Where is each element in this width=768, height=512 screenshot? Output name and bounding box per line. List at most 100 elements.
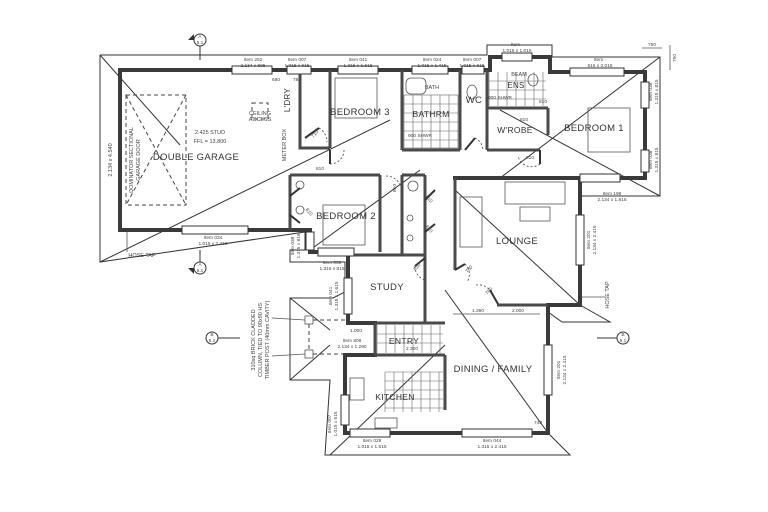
window-labels: Item 252 2.134 x 895 Item 007 1.015 x 61… bbox=[198, 42, 660, 450]
room-garage: DOUBLE GARAGE bbox=[153, 152, 239, 163]
ceiling-access-note: ACCESS bbox=[249, 117, 272, 123]
window-size: 1.315 x 2.415 bbox=[477, 444, 506, 450]
dimension: 1.000 bbox=[350, 328, 362, 334]
section-sheet: 5.1 bbox=[197, 40, 204, 46]
door-size: 760 bbox=[484, 286, 494, 296]
door-size: 610 bbox=[424, 224, 434, 234]
notes: 2.425 STUD FFL = 13.800 CEILING ACCESS M… bbox=[108, 95, 611, 379]
room-kitchen: KITCHEN bbox=[375, 392, 414, 402]
window-item: Item 007 bbox=[327, 414, 333, 433]
window-item: Item 007 bbox=[463, 57, 482, 63]
garage-door-note: GARAGE DOOR bbox=[136, 139, 142, 181]
door-size: 810 bbox=[412, 262, 422, 272]
ceiling-access-note: CEILING bbox=[249, 111, 271, 117]
window-item: Item 038 bbox=[648, 82, 654, 101]
doors bbox=[289, 127, 541, 305]
beam-note: BEAM bbox=[511, 72, 527, 78]
dimension: 743 bbox=[534, 420, 542, 426]
room-bedroom2: BEDROOM 2 bbox=[316, 211, 376, 222]
window-size: 1.015 x 2.415 bbox=[198, 241, 227, 247]
window-item: Item 034 bbox=[204, 235, 223, 241]
room-wc: WC bbox=[466, 95, 482, 106]
dimension: 2.300 bbox=[406, 346, 418, 352]
room-labels: DOUBLE GARAGE L'DRY BEDROOM 3 BATH BATHR… bbox=[153, 72, 624, 402]
door-size: 810 bbox=[520, 117, 528, 123]
column-note: 310sq BRICK CLADDED bbox=[251, 309, 257, 370]
window-size: 1.315 x 815 bbox=[296, 233, 302, 258]
room-bathroom: BATHRM bbox=[412, 109, 449, 119]
window-size: 2.134 x 2.415 bbox=[592, 225, 598, 254]
roof-outline bbox=[99, 44, 661, 456]
window-item: Item - bbox=[511, 42, 524, 48]
dimension: 750 bbox=[648, 42, 656, 48]
garage-opening-dim: 2.134 x 4.540 bbox=[108, 143, 114, 176]
dimension: 750 bbox=[672, 54, 678, 62]
dimension-labels: 750 750 1.390 2.000 743 1.000 2.300 680 … bbox=[272, 42, 678, 426]
window-item: Item 198 bbox=[603, 191, 622, 197]
window-size: 1.015 x 615 bbox=[284, 63, 309, 69]
window-item: Item 029 bbox=[363, 438, 382, 444]
dimension: 1.390 bbox=[472, 308, 484, 314]
window-size: 1.015 x 615 bbox=[459, 63, 484, 69]
garage-door-note: DOMINATOR SECTIONAL bbox=[129, 127, 135, 193]
door-size: 810 bbox=[316, 166, 324, 172]
dimension: 780 bbox=[293, 77, 301, 83]
window-size: 1.015 x 1.415 bbox=[417, 63, 446, 69]
column-note: TIMBER POST (40mm CAVITY) bbox=[265, 301, 271, 380]
window-item: Item 038 bbox=[290, 236, 296, 255]
window-size: 1.015 x 1.015 bbox=[502, 48, 531, 54]
door-size: 810 bbox=[539, 99, 547, 105]
fixtures bbox=[125, 73, 631, 429]
room-ensuite: ENS bbox=[507, 81, 524, 90]
hose-tap-note: HOSE TAP bbox=[128, 253, 156, 259]
door-size: 810 bbox=[424, 194, 434, 204]
room-laundry: L'DRY bbox=[283, 88, 292, 113]
window-size: 1.315 x 815 bbox=[319, 266, 344, 272]
interior-walls bbox=[288, 70, 550, 410]
window-item: Item - bbox=[594, 57, 607, 63]
room-study: STUDY bbox=[370, 282, 404, 293]
section-sheet: 5.1 bbox=[620, 338, 627, 344]
door-labels: 810 710 810 810 810 810 760 760 610 610 … bbox=[304, 99, 547, 296]
door-size: 710 bbox=[310, 129, 320, 139]
window-item: Item 806 bbox=[343, 338, 362, 344]
window-item: Item 041 bbox=[328, 286, 334, 305]
window-item: Item 038 bbox=[648, 150, 654, 169]
shower-note: 900 SHWR bbox=[408, 133, 433, 139]
window-size: 1.015 x 1.615 bbox=[357, 444, 386, 450]
window-item: Item 201 bbox=[556, 360, 562, 379]
window-size: 1.315 x 1.615 bbox=[334, 281, 340, 310]
section-marker-a-top: A 5.1 bbox=[188, 33, 207, 60]
window-size: 2.134 x 1.290 bbox=[337, 344, 366, 350]
window-item: Item 041 bbox=[349, 57, 368, 63]
window-size: 2.134 x 1.815 bbox=[597, 197, 626, 203]
hose-tap-note: HOSE TAP bbox=[605, 281, 611, 309]
room-bath: BATH bbox=[425, 85, 439, 91]
door-size: 810 bbox=[526, 155, 534, 161]
window-item: Item 252 bbox=[244, 57, 263, 63]
window-size: 1.315 x 1.615 bbox=[343, 63, 372, 69]
windows bbox=[181, 52, 650, 438]
room-wardrobe: W'ROBE bbox=[497, 125, 533, 135]
dimension: 680 bbox=[272, 77, 280, 83]
window-size: 2.134 x 895 bbox=[240, 63, 265, 69]
door-size: 610 bbox=[304, 207, 314, 217]
window-size: 1.315 x 815 bbox=[654, 147, 660, 172]
window-size: 1.015 x 615 bbox=[333, 411, 339, 436]
section-sheet: 5.1 bbox=[209, 338, 216, 344]
tiled-areas bbox=[376, 72, 546, 412]
window-item: Item 201 bbox=[586, 230, 592, 249]
dimension: 2.000 bbox=[512, 308, 524, 314]
section-letter: B bbox=[621, 332, 624, 338]
window-item: Item 038 bbox=[323, 260, 342, 266]
section-letter: A bbox=[198, 262, 202, 268]
door-size: 810 bbox=[392, 184, 398, 192]
shower-note: 900 SHWR bbox=[488, 95, 513, 101]
ffl-note: FFL = 13.800 bbox=[194, 139, 227, 145]
window-item: Item 024 bbox=[423, 57, 442, 63]
room-dining: DINING / FAMILY bbox=[454, 364, 533, 375]
room-bedroom3: BEDROOM 3 bbox=[330, 107, 390, 118]
section-marker-a-bottom: A 5.1 bbox=[188, 250, 207, 275]
window-size: 2.134 x 2.415 bbox=[562, 355, 568, 384]
